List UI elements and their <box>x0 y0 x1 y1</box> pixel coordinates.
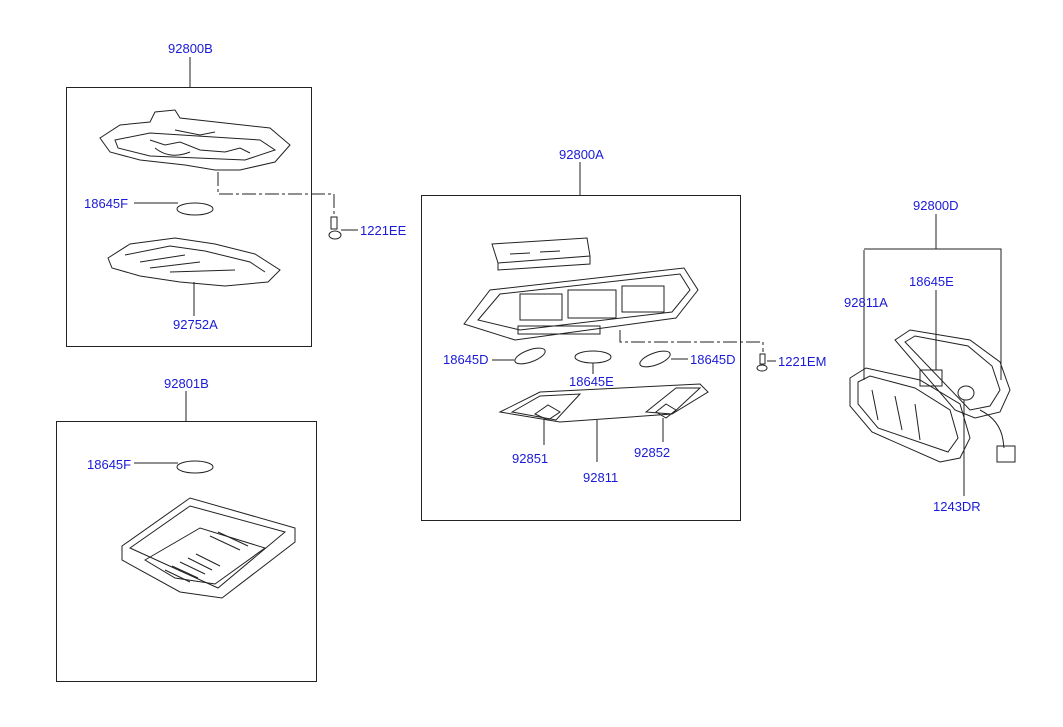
label-92801B: 92801B <box>164 376 209 391</box>
label-18645F-bottom: 18645F <box>87 457 132 472</box>
label-18645E-right: 18645E <box>909 274 954 289</box>
lamp-housing-92800A <box>463 267 699 341</box>
lens-92752A <box>107 237 281 316</box>
screw-1221EM <box>756 353 776 372</box>
map-lamp-92800D <box>849 290 1016 496</box>
label-92811: 92811 <box>583 470 619 485</box>
dome-lamp-housing-92800B <box>99 109 291 171</box>
bulb-18645D-right <box>639 350 688 368</box>
label-1221EM: 1221EM <box>778 354 827 369</box>
label-1243DR: 1243DR <box>933 499 981 514</box>
label-92800A: 92800A <box>559 147 604 162</box>
lens-assembly-92811 <box>498 383 709 462</box>
assembly-box-92801B <box>56 421 317 682</box>
label-18645E-center: 18645E <box>569 374 614 389</box>
label-92811A: 92811A <box>844 295 888 310</box>
assembly-box-92800B <box>66 87 312 347</box>
label-92852: 92852 <box>634 445 671 460</box>
bulb-18645F-top <box>134 202 214 216</box>
screw-1221EE <box>328 216 358 240</box>
bulb-18645E-center <box>574 350 612 374</box>
label-18645D-right: 18645D <box>690 352 736 367</box>
label-92851: 92851 <box>512 451 549 466</box>
assembly-box-92800A <box>421 195 741 521</box>
label-92800D: 92800D <box>913 198 959 213</box>
label-18645F-top: 18645F <box>84 196 129 211</box>
bulb-18645F-bottom <box>134 460 214 474</box>
bulb-18645D-left <box>492 347 546 365</box>
label-92800B: 92800B <box>168 41 213 56</box>
label-1221EE: 1221EE <box>360 223 407 238</box>
label-92752A: 92752A <box>173 317 218 332</box>
switch-block-92800A <box>491 237 591 271</box>
label-18645D-left: 18645D <box>443 352 489 367</box>
dome-lamp-92801B <box>121 497 296 599</box>
